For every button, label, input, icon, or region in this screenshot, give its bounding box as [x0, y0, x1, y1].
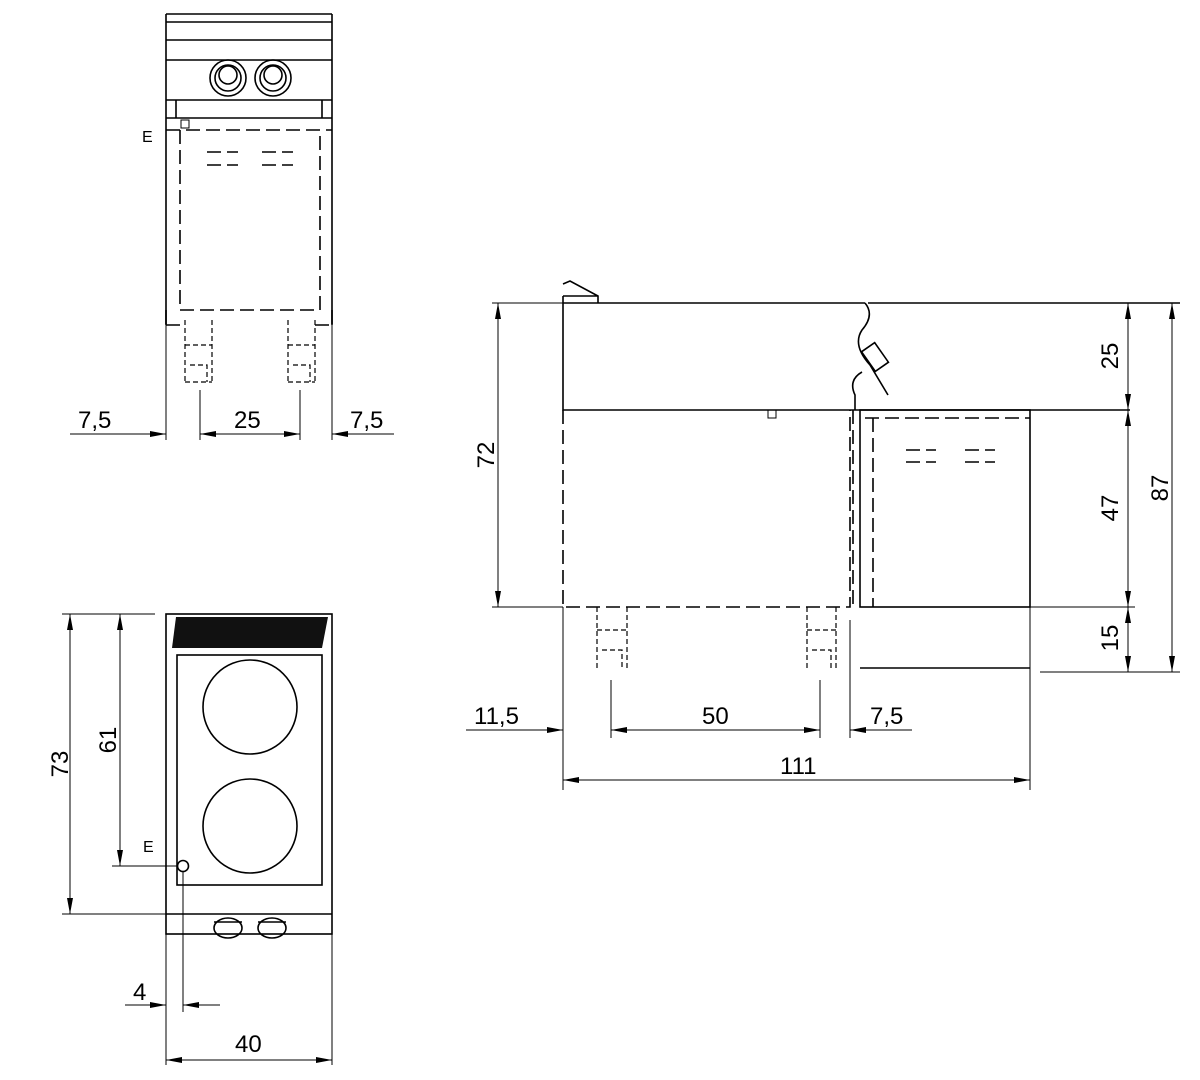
dim-label: 25 [1097, 343, 1124, 370]
knob-icon [254, 59, 292, 97]
dim-label: 11,5 [474, 703, 519, 730]
hotplate-icon [202, 778, 298, 874]
knob-icon [860, 341, 890, 373]
dim-label: 7,5 [870, 703, 903, 730]
dim-label: 72 [473, 442, 500, 469]
dim-label: 40 [235, 1031, 262, 1058]
connection-label: E [143, 839, 154, 856]
dim-label: 111 [780, 753, 816, 780]
dim-label: 73 [47, 751, 74, 778]
backsplash [172, 617, 328, 648]
dim-label: 15 [1097, 625, 1124, 652]
knob-icon [213, 917, 243, 939]
dim-label: 7,5 [78, 407, 111, 434]
connection-label: E [142, 129, 153, 146]
front-view: E 7,5 25 7,5 [70, 13, 394, 440]
dim-label: 7,5 [350, 407, 383, 434]
knob-icon [209, 59, 247, 97]
dim-label: 25 [234, 407, 261, 434]
dim-label: 4 [133, 979, 146, 1006]
dim-label: 50 [702, 703, 729, 730]
side-view: 72 25 47 15 87 11,5 50 7,5 111 [466, 280, 1180, 790]
top-view: E 73 61 4 40 [47, 613, 333, 1065]
connection-point [176, 859, 190, 873]
hotplate-icon [202, 659, 298, 755]
connection-marker [180, 119, 190, 129]
dim-label: 61 [95, 727, 122, 754]
dim-label: 47 [1097, 495, 1124, 522]
knob-icon [257, 917, 287, 939]
dim-label: 87 [1147, 475, 1174, 502]
